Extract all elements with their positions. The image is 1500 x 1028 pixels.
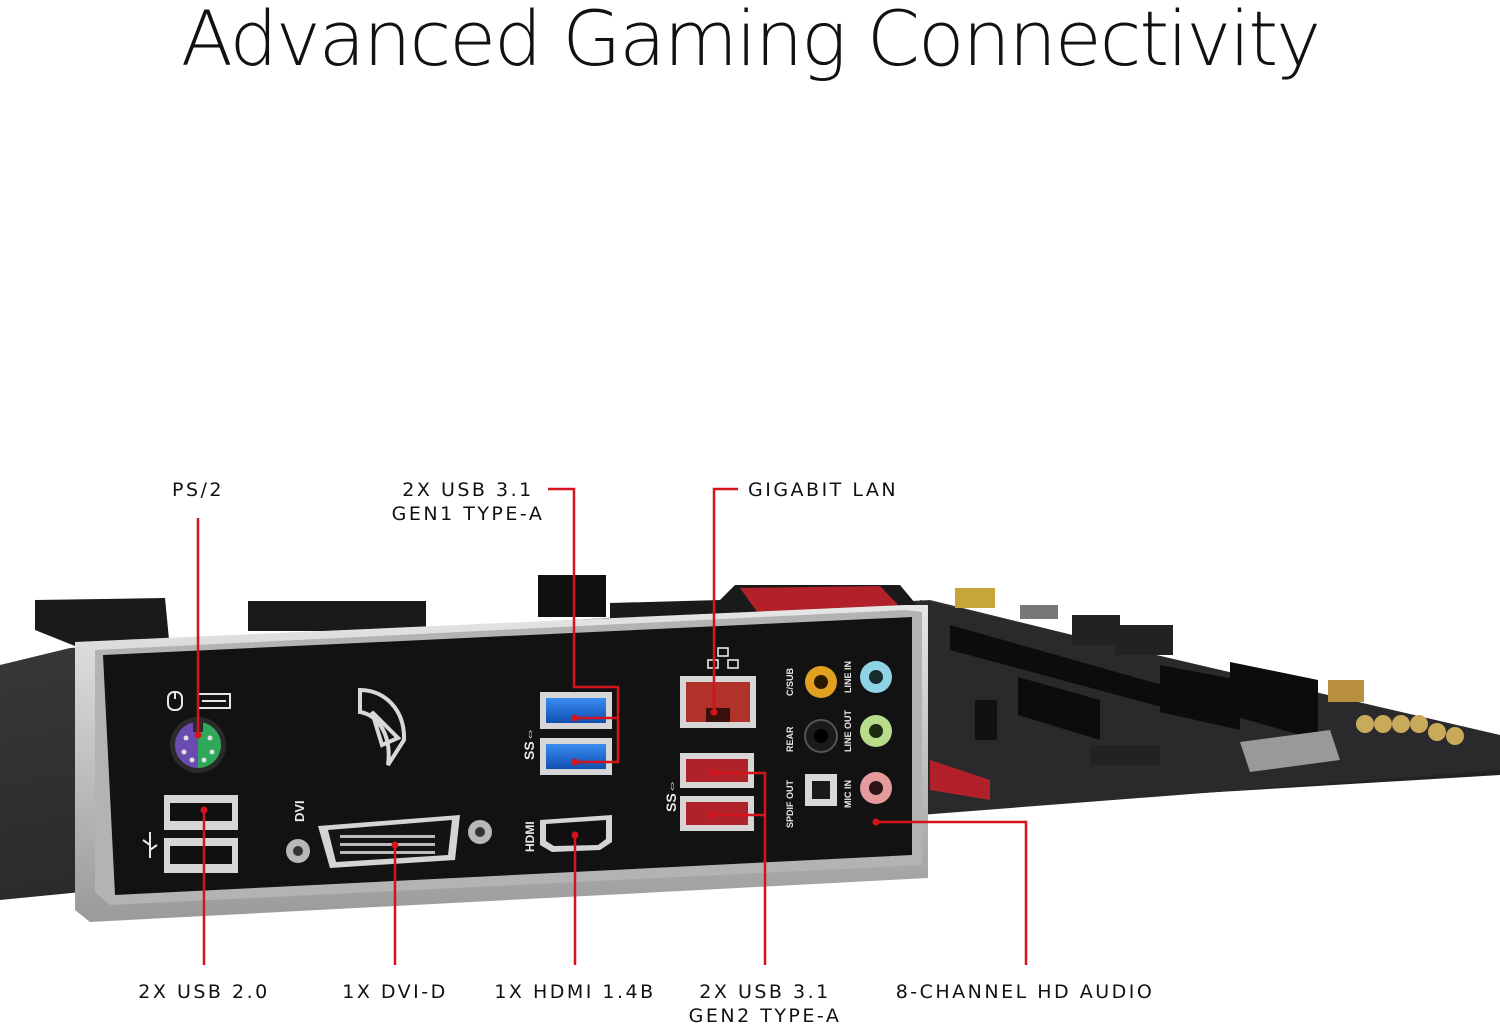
callout-usb31-gen1-line1: 2X USB 3.1	[402, 479, 534, 501]
audio-label-rear: REAR	[785, 726, 795, 752]
callout-dot-ps2	[194, 731, 202, 739]
audio-label-mic-in: MIC IN	[843, 780, 853, 808]
callout-dot-usb-gen2-a	[709, 769, 717, 777]
callout-dot-lan	[710, 708, 718, 716]
audio-label-spdif-out: SPDIF OUT	[785, 779, 795, 828]
usb31-gen1-ports	[540, 692, 612, 775]
page-title: Advanced Gaming Connectivity	[180, 0, 1321, 83]
callout-usb20: 2X USB 2.0	[138, 981, 270, 1003]
callout-usb31-gen1: 2X USB 3.1 GEN1 TYPE-A	[380, 478, 556, 526]
superspeed-10-icon: SS⇔	[663, 779, 679, 812]
ps2-port	[170, 717, 226, 773]
callout-dot-hdmi	[571, 831, 579, 839]
callout-dot-usb20	[200, 806, 208, 814]
callout-usb31-gen2: 2X USB 3.1 GEN2 TYPE-A	[680, 980, 850, 1028]
callout-line-usb-gen1	[548, 487, 620, 764]
callout-lines	[196, 487, 1028, 965]
callout-line-lan	[712, 487, 738, 712]
callout-dot-usb-gen1-a	[571, 714, 579, 722]
usb20-ports	[164, 795, 238, 873]
usb-icon	[142, 832, 158, 858]
callout-8ch-audio: 8-CHANNEL HD AUDIO	[895, 981, 1155, 1003]
callout-usb31-gen2-line2: GEN2 TYPE-A	[688, 1005, 842, 1027]
gigabit-lan-port	[680, 676, 756, 728]
callout-dot-dvi	[391, 841, 399, 849]
usb31-gen2-ports	[680, 753, 754, 831]
callout-usb31-gen2-line1: 2X USB 3.1	[699, 981, 831, 1003]
callout-dot-usb-gen2-b	[709, 811, 717, 819]
hdmi-port-label: HDMI	[523, 821, 537, 852]
callout-usb31-gen1-line2: GEN1 TYPE-A	[391, 503, 545, 525]
rog-logo-icon	[358, 687, 407, 767]
audio-label-csub: C/SUB	[785, 667, 795, 696]
callout-dvi-d: 1X DVI-D	[342, 981, 448, 1003]
callout-dot-audio	[872, 818, 880, 826]
callout-gigabit-lan: GIGABIT LAN	[748, 479, 899, 501]
callout-hdmi: 1X HDMI 1.4B	[494, 981, 656, 1003]
superspeed-icon-1: SS⇔	[521, 727, 537, 760]
audio-label-line-in: LINE IN	[843, 661, 853, 693]
dvi-port	[286, 815, 492, 868]
audio-jacks	[804, 661, 892, 806]
callout-line-audio	[876, 820, 1028, 965]
callout-ps2: PS/2	[171, 479, 224, 501]
audio-label-line-out: LINE OUT	[843, 709, 853, 752]
callout-line-usb-gen2	[713, 771, 767, 965]
callout-dot-usb-gen1-b	[571, 758, 579, 766]
dvi-port-label: DVI	[292, 800, 307, 822]
